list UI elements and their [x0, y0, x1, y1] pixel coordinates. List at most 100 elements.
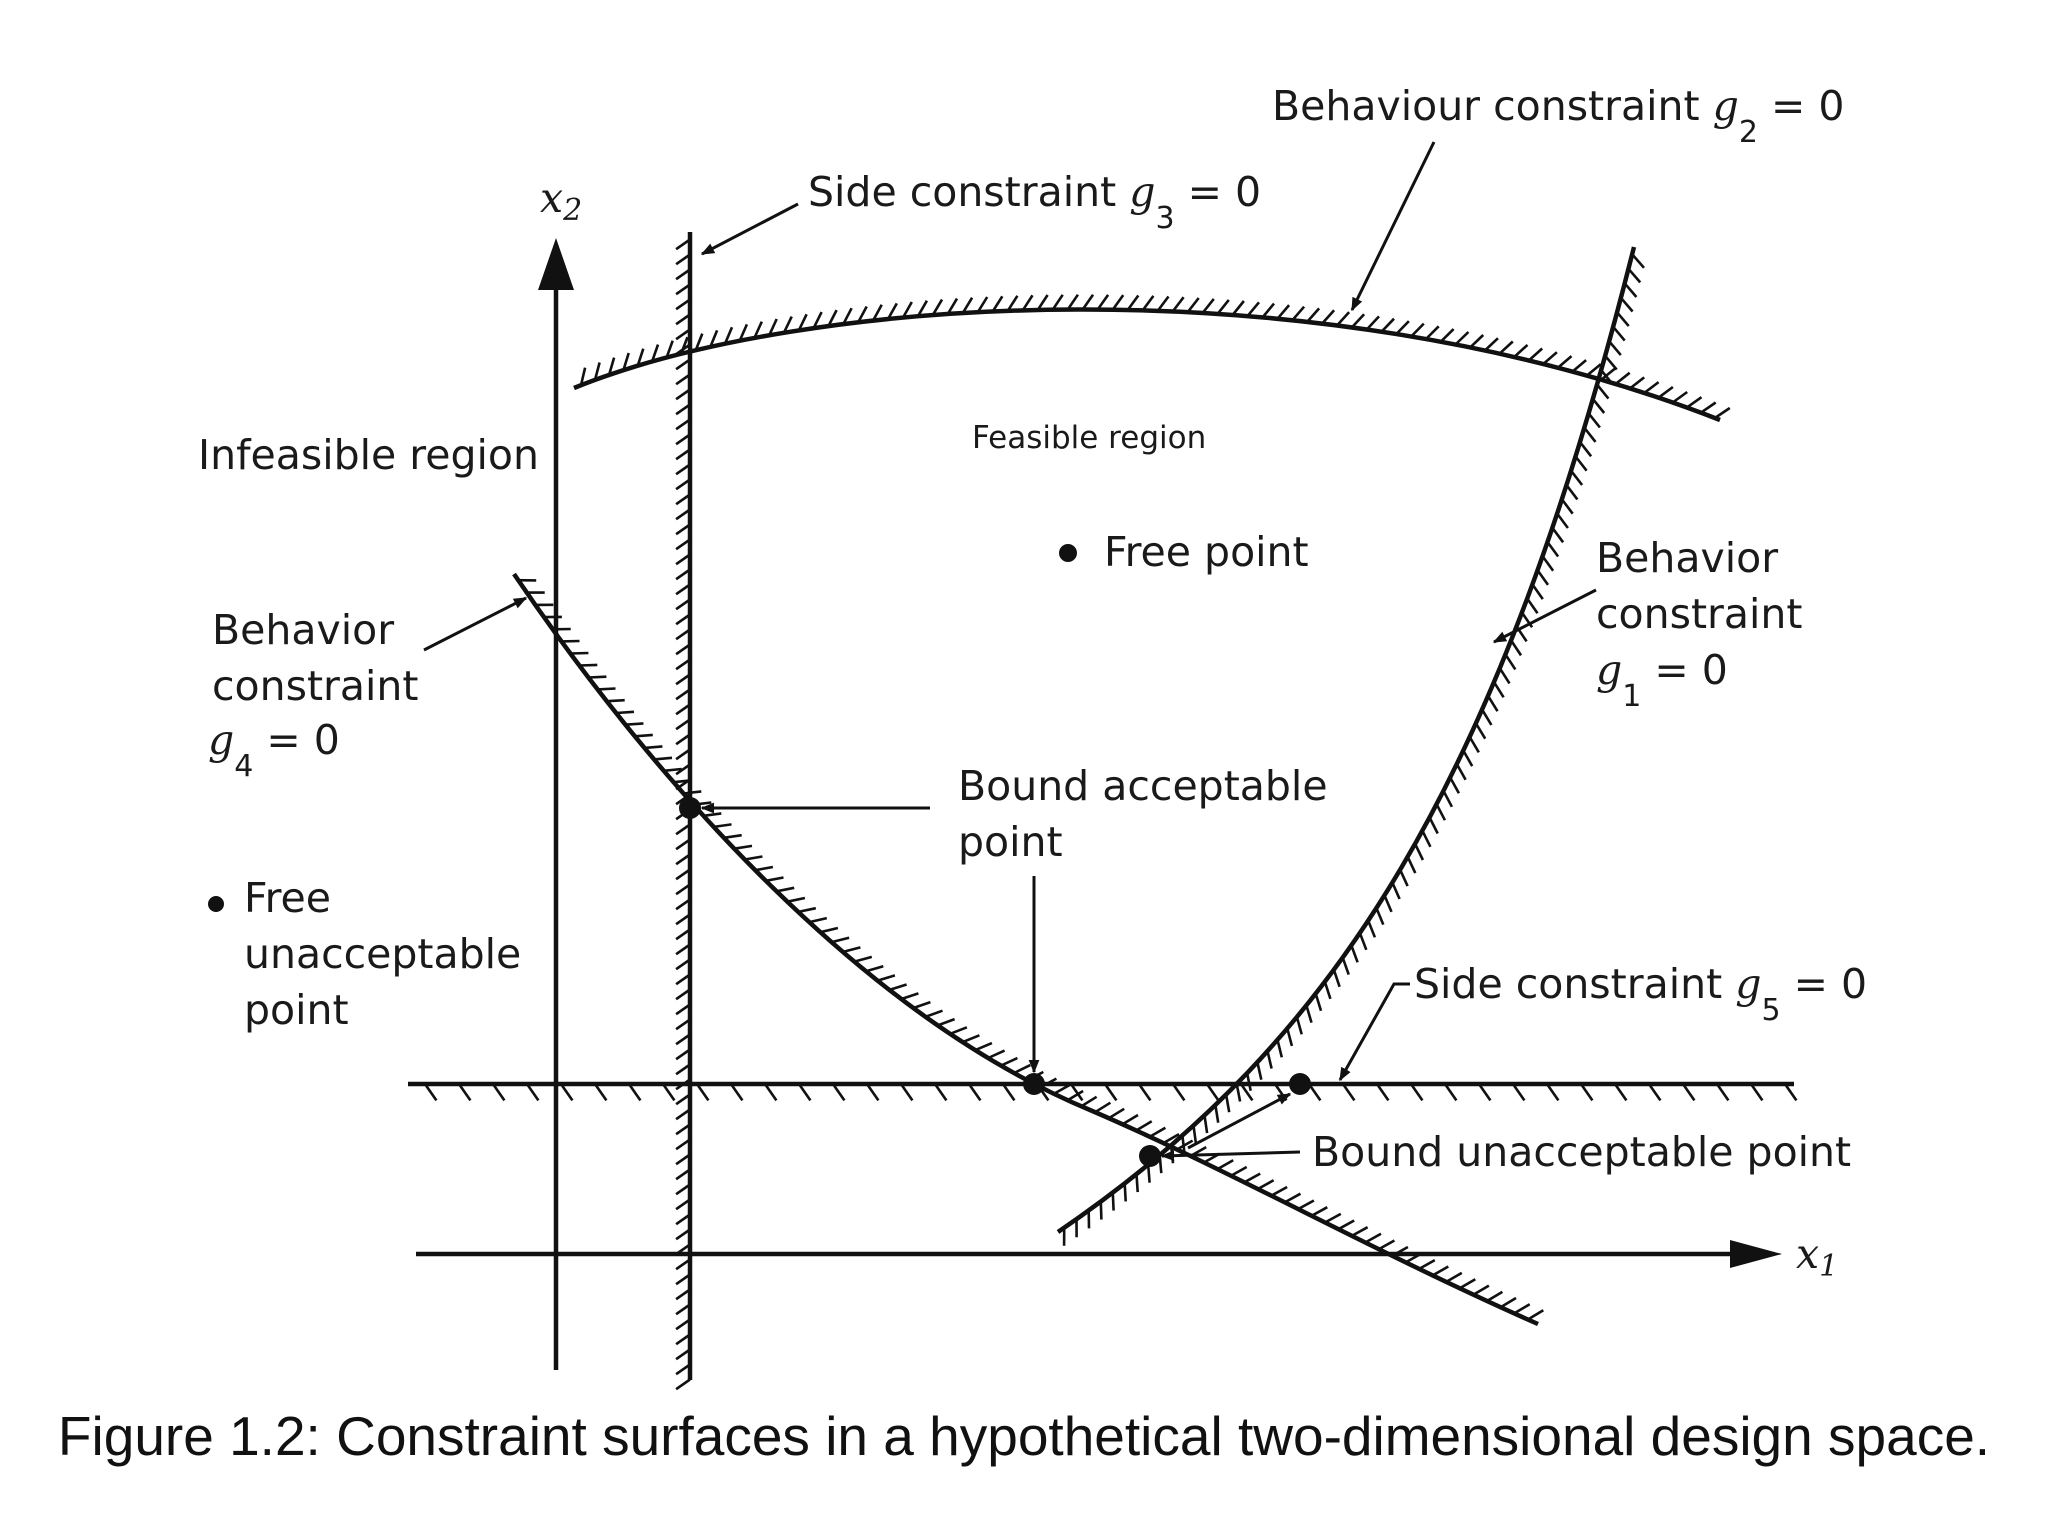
g5-hatch-mark	[797, 1083, 812, 1102]
g2-hatch-mark	[782, 316, 793, 334]
g1-hatch-mark	[1583, 426, 1597, 443]
g2-hatch-mark	[916, 300, 929, 317]
g1-hatch-mark	[1203, 1115, 1209, 1134]
free-point-dot	[1059, 544, 1077, 562]
g2-hatch-mark	[827, 309, 838, 327]
g1-hatch-mark	[1099, 1201, 1103, 1220]
g2-hatch-mark	[1513, 343, 1529, 358]
g1-hatch-mark	[1135, 1174, 1139, 1193]
g1-hatch-mark	[1406, 856, 1417, 874]
g3-hatch-mark	[675, 373, 691, 386]
g4-hatch-mark	[683, 790, 702, 795]
g1-label: Behavior constraint g1 = 0	[1596, 534, 1802, 714]
svg-text:constraint: constraint	[212, 662, 418, 710]
g3-hatch-mark	[675, 538, 691, 551]
g5-hatch-mark	[695, 1083, 710, 1102]
g1-hatch-mark	[1570, 470, 1584, 486]
g3-hatch-mark	[675, 703, 691, 716]
g2-hatch-mark	[1216, 299, 1230, 315]
g1-hatch-mark	[1596, 383, 1610, 400]
g4-hatch-mark	[663, 767, 682, 773]
g1-hatch-mark	[1498, 667, 1511, 685]
svg-text:Behavior: Behavior	[1596, 534, 1778, 582]
free-unacceptable-point-dot	[208, 896, 224, 912]
g3-hatch-mark	[675, 613, 691, 626]
g2-hatch-mark	[1306, 307, 1321, 323]
g2-hatch-mark	[1126, 294, 1140, 311]
g2-hatch-mark	[1425, 325, 1440, 340]
g4-hatch-mark	[1459, 1278, 1476, 1290]
g2-hatch-mark	[1439, 328, 1455, 343]
g5-hatch-mark	[1341, 1083, 1356, 1102]
g2-hatch-mark	[1246, 301, 1260, 317]
g4-hatch-mark	[713, 823, 732, 829]
g1-hatch-mark	[1391, 882, 1401, 900]
g2-hatch-mark	[1231, 300, 1245, 316]
g4-hatch-mark	[1310, 1206, 1328, 1217]
g4-hatch-mark	[1108, 1107, 1125, 1120]
g2-hatch-mark	[886, 302, 898, 320]
g3-hatch-mark	[675, 523, 691, 536]
g4-hatch-mark	[1499, 1296, 1517, 1309]
g4-hatch-mark	[912, 1000, 931, 1010]
g1-hatch-mark	[1565, 484, 1579, 501]
g3-hatch-mark	[675, 1273, 691, 1286]
g2-hatch-mark	[871, 304, 883, 322]
bound-acceptable-point-dot-g3-g4	[679, 797, 701, 819]
g3-hatch-mark	[675, 868, 691, 881]
g3-hatch-mark	[675, 913, 691, 926]
g2-hatch-mark	[1527, 347, 1544, 362]
g2-hatch-mark	[857, 305, 868, 323]
g1-hatch-mark	[1504, 653, 1517, 671]
g5-label: Side constraint g5 = 0	[1414, 960, 1867, 1028]
svg-text:Free: Free	[244, 874, 331, 922]
g5-hatch-mark	[1137, 1083, 1152, 1102]
g3-hatch-mark	[675, 508, 691, 521]
g3-hatch-mark	[675, 268, 691, 281]
g1-hatch-mark	[1531, 583, 1544, 600]
g3-hatch-mark	[675, 343, 691, 356]
g4-hatch-mark	[1324, 1212, 1342, 1224]
g3-hatch-mark	[675, 1108, 691, 1121]
g2-hatch-mark	[1600, 367, 1617, 381]
g3-hatch-mark	[675, 1333, 691, 1346]
g3-hatch-mark	[675, 253, 691, 266]
feasible-region-label: Feasible region	[972, 420, 1206, 456]
g3-hatch-mark	[675, 763, 691, 776]
g2-hatch-mark	[1006, 295, 1019, 312]
g2-hatch-mark	[1585, 363, 1602, 377]
g5-hatch-mark	[423, 1083, 438, 1102]
g3-hatch-mark	[675, 358, 691, 371]
g4-hatch-mark	[1053, 1083, 1071, 1095]
g4-hatch-mark	[1216, 1159, 1234, 1171]
g2-hatch-mark	[1557, 355, 1573, 369]
g2-hatch-mark	[1036, 294, 1049, 311]
g1-hatch-mark	[1574, 455, 1588, 472]
g2-hatch-mark	[1021, 294, 1034, 312]
g5-hatch-mark	[661, 1083, 676, 1102]
bound-unacceptable-point-label: Bound unacceptable point	[1312, 1128, 1851, 1176]
g5-hatch-mark	[1001, 1083, 1016, 1102]
constraint-g5-surface	[408, 1081, 1798, 1102]
g5-hatch-mark	[1647, 1083, 1662, 1102]
g4-hatch-mark	[1066, 1089, 1084, 1102]
bound-unacceptable-point-dot-g5	[1289, 1073, 1311, 1095]
g1-hatch-mark	[1442, 790, 1454, 808]
g4-hatch-mark	[962, 1034, 980, 1044]
svg-text:point: point	[244, 986, 349, 1034]
g2-hatch-mark	[1051, 294, 1064, 311]
g3-hatch-mark	[675, 298, 691, 311]
g4-hatch-mark	[889, 983, 907, 992]
g4-hatch-mark	[1080, 1095, 1098, 1108]
g5-hatch-mark	[1749, 1083, 1764, 1102]
g2-hatch-mark	[723, 326, 734, 345]
g3-hatch-mark	[675, 478, 691, 491]
g4-hatch-mark	[1243, 1172, 1261, 1184]
g1-hatch-mark	[1266, 1050, 1273, 1069]
g5-hatch-mark	[1783, 1083, 1798, 1102]
g5-hatch-mark	[1409, 1083, 1424, 1102]
g2-hatch-mark	[636, 348, 645, 367]
g5-hatch-mark	[865, 1083, 880, 1102]
g4-hatch-mark	[579, 663, 598, 667]
g2-hatch-mark	[991, 295, 1004, 313]
